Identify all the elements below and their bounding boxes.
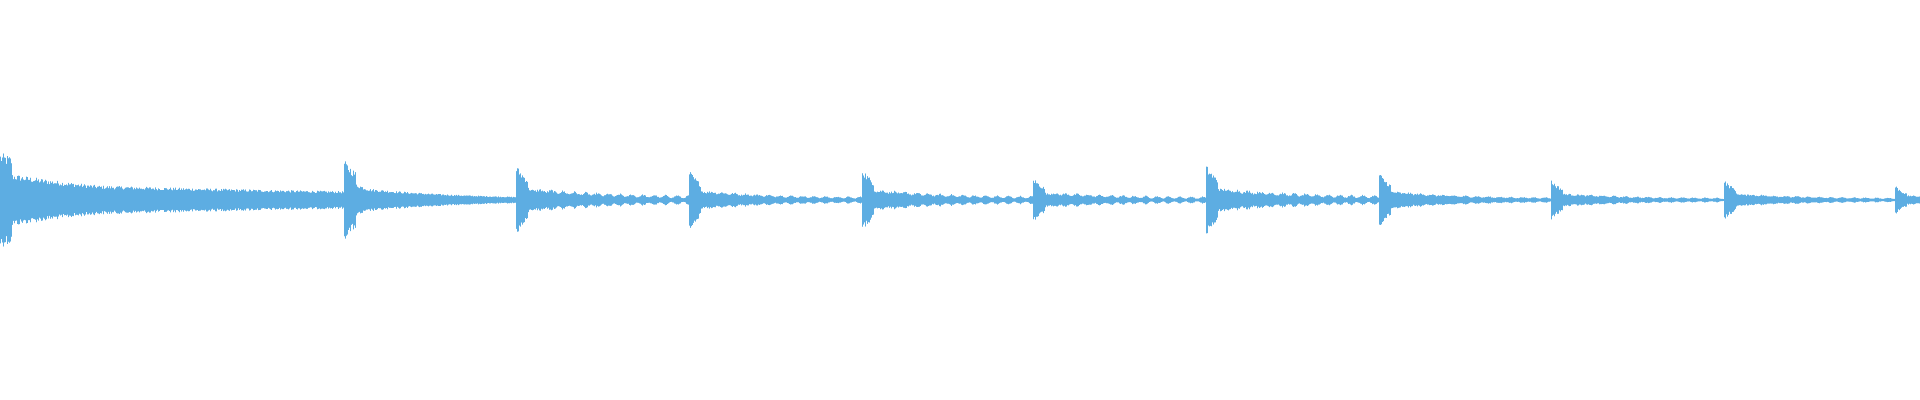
waveform-bars bbox=[0, 153, 1920, 247]
